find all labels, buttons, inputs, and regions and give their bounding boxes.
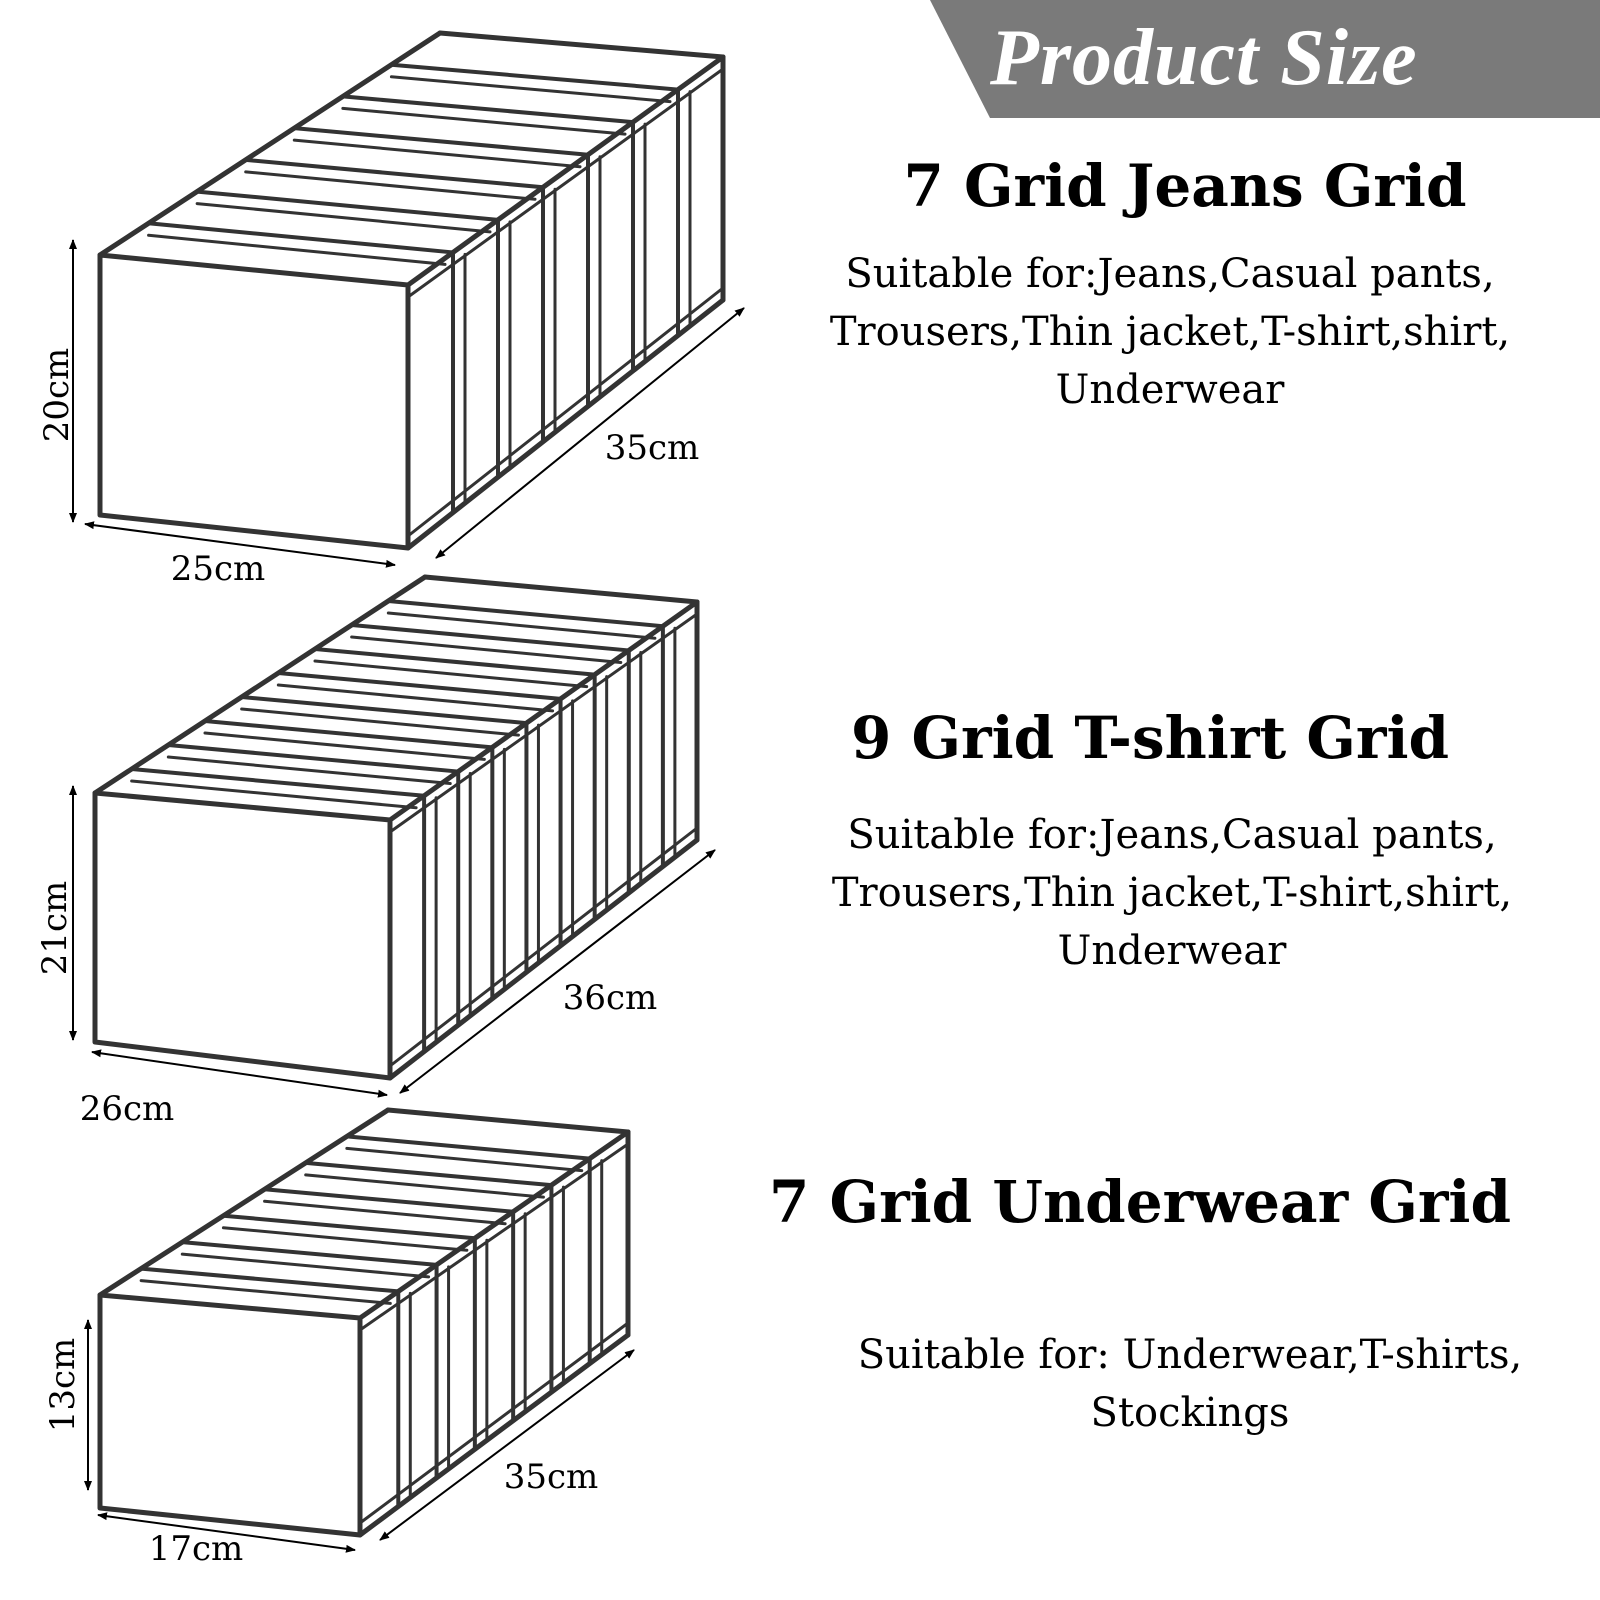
divider-top-inner: [341, 106, 627, 136]
divider-top: [344, 1134, 592, 1161]
divider-top: [349, 623, 631, 653]
divider-top-inner: [130, 779, 418, 810]
front-panel: [97, 252, 411, 551]
divider-top: [239, 695, 529, 726]
divider-top-inner: [386, 611, 657, 640]
height-label: 13cm: [43, 1338, 83, 1433]
top-rail: [406, 67, 725, 299]
left-top-edge: [97, 30, 443, 258]
depth-arrow: [399, 849, 716, 1094]
depth-label: 36cm: [563, 978, 658, 1018]
divider-top: [180, 1240, 439, 1267]
divider-top: [303, 1160, 554, 1188]
front-panel: [97, 1292, 363, 1538]
divider-top-inner: [263, 1199, 507, 1226]
width-arrow: [97, 1512, 356, 1553]
divider-top: [292, 126, 590, 157]
divider-top: [166, 743, 461, 774]
bottom-rail: [406, 286, 725, 538]
divider-top-inner: [276, 683, 555, 713]
description-line: Suitable for:Jeans,Casual pants,: [845, 251, 1495, 297]
bottom-right-edge: [405, 297, 726, 551]
height-label: 21cm: [35, 881, 75, 976]
width-label: 25cm: [171, 549, 266, 589]
product-title: 9 Grid T-shirt Grid: [850, 704, 1450, 772]
divider-top-inner: [147, 233, 447, 266]
height-label: 20cm: [37, 348, 77, 443]
depth-label: 35cm: [605, 428, 700, 468]
divider-top-inner: [345, 1146, 584, 1173]
header-banner: [930, 0, 1600, 118]
divider-top: [386, 599, 665, 629]
description-line: Suitable for: Underwear,T-shirts,: [857, 1332, 1523, 1378]
width-arrow: [84, 521, 396, 568]
back-top-edge: [437, 30, 726, 60]
left-top-edge: [92, 574, 428, 796]
divider-top-inner: [203, 731, 486, 761]
front-panel: [92, 790, 393, 1081]
divider-top-inner: [221, 1226, 469, 1252]
divider-top-inner: [195, 202, 492, 234]
back-top-edge: [422, 574, 700, 605]
divider-top: [262, 1187, 516, 1214]
header-title: Product Size: [990, 14, 1418, 102]
depth-arrow: [379, 1349, 635, 1541]
divider-top-inner: [292, 138, 582, 169]
left-top-edge: [97, 1107, 391, 1298]
divider-top: [221, 1213, 477, 1241]
top-rail: [358, 1142, 630, 1332]
product-description: Suitable for:Jeans,Casual pants, Trouser…: [720, 245, 1600, 419]
width-arrow: [91, 1049, 388, 1098]
depth-label: 35cm: [504, 1457, 599, 1497]
divider-top-inner: [389, 75, 672, 104]
divider-top: [195, 189, 500, 222]
description-line: Underwear: [1055, 367, 1285, 413]
description-line: Stockings: [1090, 1390, 1290, 1436]
divider-top: [146, 221, 455, 255]
width-label: 26cm: [80, 1089, 175, 1129]
divider-top-inner: [180, 1252, 431, 1279]
description-line: Trousers,Thin jacket,T-shirt,shirt,: [831, 870, 1513, 916]
description-line: Suitable for:Jeans,Casual pants,: [847, 812, 1497, 858]
divider-top: [389, 62, 680, 92]
divider-top: [139, 1266, 401, 1294]
description-line: Underwear: [1057, 928, 1287, 974]
top-rail: [388, 612, 699, 834]
divider-top-inner: [313, 659, 589, 689]
back-top-edge: [385, 1107, 631, 1135]
width-label: 17cm: [149, 1529, 244, 1569]
divider-top: [243, 157, 545, 190]
divider-top: [340, 94, 635, 125]
description-line: Trousers,Thin jacket,T-shirt,shirt,: [829, 309, 1511, 355]
divider-top-inner: [244, 170, 537, 201]
divider-top-inner: [304, 1173, 545, 1199]
depth-arrow: [435, 307, 745, 559]
divider-top: [276, 671, 563, 701]
divider-top-inner: [350, 635, 623, 664]
product-title: 7 Grid Jeans Grid: [903, 152, 1467, 220]
product-description: Suitable for:Jeans,Casual pants, Trouser…: [722, 806, 1600, 980]
divider-top-inner: [139, 1279, 392, 1305]
product-title: 7 Grid Underwear Grid: [768, 1168, 1512, 1236]
right-top-edge: [357, 1129, 631, 1321]
divider-top: [313, 647, 597, 677]
divider-top: [203, 719, 495, 750]
product-description: Suitable for: Underwear,T-shirts, Stocki…: [740, 1326, 1600, 1442]
divider-top-inner: [240, 707, 520, 737]
jeans-grid-box-drawing: [97, 30, 726, 551]
divider-top: [129, 767, 427, 798]
right-top-edge: [405, 54, 726, 288]
divider-top-inner: [166, 755, 452, 786]
